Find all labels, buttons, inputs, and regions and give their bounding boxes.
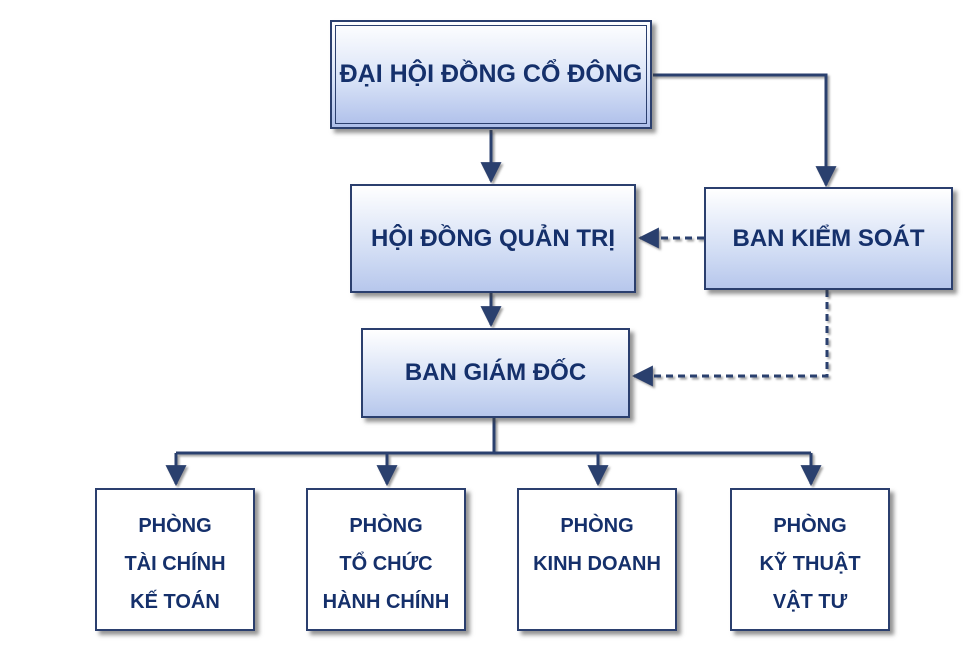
dept-label-line: PHÒNG bbox=[138, 515, 212, 537]
node-management-board-label: BAN GIÁM ĐỐC bbox=[404, 359, 587, 386]
node-shareholders-meeting: ĐẠI HỘI ĐỒNG CỔ ĐÔNG bbox=[330, 20, 652, 129]
dept-label-line: KINH DOANH bbox=[533, 553, 661, 575]
dashed-arrow-supervisory-to-management bbox=[631, 290, 829, 387]
dept-label-line: PHÒNG bbox=[349, 515, 423, 537]
dept-label-line: KỸ THUẬT bbox=[759, 553, 861, 575]
node-supervisory-board-label: BAN KIỂM SOÁT bbox=[732, 224, 925, 252]
dept-label-line: VẬT TƯ bbox=[772, 591, 848, 613]
node-supervisory-board: BAN KIỂM SOÁT bbox=[704, 187, 953, 290]
dept-label-line: HÀNH CHÍNH bbox=[322, 591, 450, 613]
dept-label-line: PHÒNG bbox=[560, 515, 634, 537]
arrow-shareholders-to-supervisory bbox=[653, 73, 837, 188]
node-dept-admin-organization: PHÒNG TỔ CHỨC HÀNH CHÍNH bbox=[306, 488, 466, 631]
dept-label-line: TÀI CHÍNH bbox=[124, 553, 226, 575]
dept-label-line: KẾ TOÁN bbox=[130, 591, 220, 613]
dept-label-line: TỔ CHỨC bbox=[339, 553, 433, 575]
node-dept-sales: PHÒNG KINH DOANH bbox=[517, 488, 677, 631]
node-dept-technical-supplies: PHÒNG KỸ THUẬT VẬT TƯ bbox=[730, 488, 890, 631]
node-management-board: BAN GIÁM ĐỐC bbox=[361, 328, 630, 418]
node-shareholders-meeting-label: ĐẠI HỘI ĐỒNG CỔ ĐÔNG bbox=[339, 60, 643, 88]
node-board-of-directors: HỘI ĐỒNG QUẢN TRỊ bbox=[350, 184, 636, 293]
node-board-of-directors-label: HỘI ĐỒNG QUẢN TRỊ bbox=[371, 224, 615, 252]
node-dept-finance-accounting: PHÒNG TÀI CHÍNH KẾ TOÁN bbox=[95, 488, 255, 631]
dept-label-line: PHÒNG bbox=[773, 515, 847, 537]
